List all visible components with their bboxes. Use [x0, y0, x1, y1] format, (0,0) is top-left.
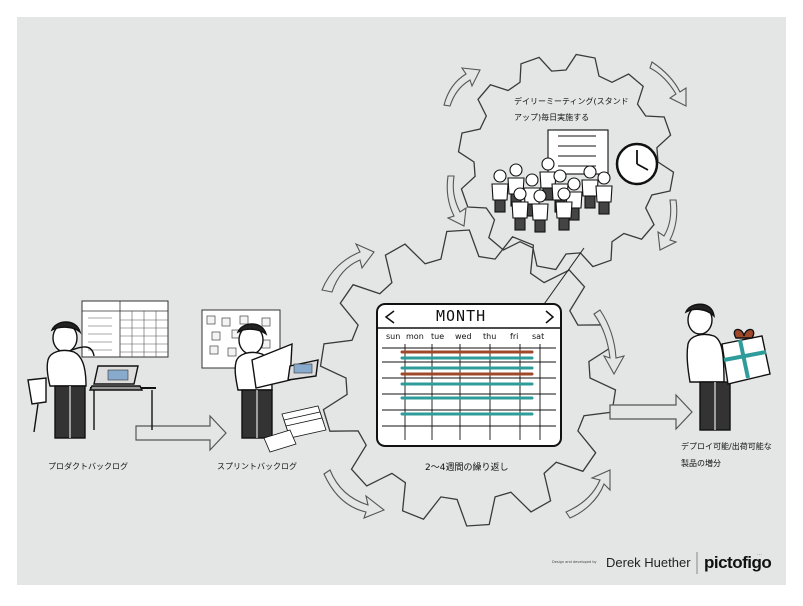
calendar-day-sat: sat: [532, 332, 545, 341]
pictofigo-logo: pictofigo: [704, 553, 772, 572]
daily-arrow-top-left-icon: [443, 67, 481, 107]
product-owner-figure: [27, 321, 156, 439]
credits-tagline: Design and developed by: [552, 560, 597, 564]
calendar-day-thu: thu: [483, 332, 497, 341]
calendar-day-tue: tue: [431, 332, 445, 341]
daily-arrow-right-icon: [657, 199, 678, 251]
team-member-figure: [234, 323, 327, 453]
pictofigo-logo-mark: ...: [757, 551, 763, 557]
product-backlog-board: [81, 300, 169, 358]
product-backlog-label: プロダクトバックログ: [48, 462, 128, 471]
calendar-bars: [400, 350, 534, 416]
arrow-product-to-sprint-icon: [135, 414, 227, 452]
daily-arrow-top-right-icon: [649, 61, 687, 107]
big-gear-cycle-arrows: [321, 242, 626, 519]
credits-author: Derek Huether: [606, 555, 691, 570]
standup-team-figures: [491, 129, 613, 233]
calendar-day-sun: sun: [386, 332, 401, 341]
increment-label-line2: 製品の増分: [681, 459, 721, 468]
clock-icon: [615, 142, 659, 186]
daily-meeting-label-line1: デイリーミーティング(スタンド: [514, 97, 629, 106]
cycle-arrow-left-icon: [321, 242, 375, 293]
cycle-arrow-bottom-right-icon: [565, 469, 611, 519]
calendar-next-icon: [545, 310, 555, 324]
calendar-day-fri: fri: [510, 332, 519, 341]
daily-arrow-left-icon: [446, 175, 467, 227]
cycle-arrow-right-icon: [593, 309, 626, 376]
flow-arrows: [135, 393, 693, 452]
daily-meeting-label-line2: アップ)毎日実施する: [514, 113, 590, 122]
calendar-month-title: MONTH: [436, 307, 487, 325]
increment-label-line1: デプロイ可能/出荷可能な: [681, 442, 772, 451]
daily-gear: [457, 53, 675, 271]
small-gear-cycle-arrows: [443, 61, 687, 251]
sprint-gear: [319, 229, 617, 527]
calendar-grid: [382, 344, 556, 440]
sprint-cycle-label: 2〜4週間の繰り返し: [425, 463, 509, 473]
calendar: [376, 303, 562, 447]
sprint-backlog-label: スプリントバックログ: [217, 462, 297, 471]
calendar-day-mon: mon: [406, 332, 424, 341]
arrow-cycle-to-increment-icon: [609, 393, 693, 431]
delivery-figure: [684, 303, 771, 431]
cycle-arrow-bottom-icon: [323, 469, 386, 519]
calendar-day-wed: wed: [455, 332, 472, 341]
calendar-prev-icon: [384, 310, 395, 324]
